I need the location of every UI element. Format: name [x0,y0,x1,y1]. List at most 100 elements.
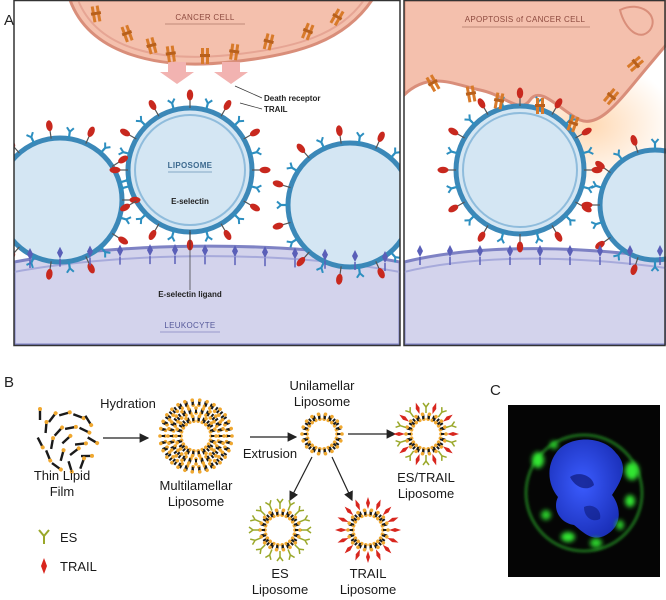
lipid [223,419,231,425]
lipid [206,444,214,451]
trail-protein [387,517,399,522]
lipid [326,415,332,423]
trail-protein [516,234,524,253]
lipid [208,452,215,459]
e-selectin-ligand [27,248,33,268]
trail-protein [337,538,349,543]
lipid [316,448,321,456]
e-selectin-protein [233,115,245,127]
trail-protein [335,528,347,532]
es-protein [445,421,457,429]
trail-protein [375,261,385,279]
lipid [270,541,276,549]
lipid [206,409,212,417]
e-selectin-protein [135,115,147,127]
lipid [310,414,316,422]
e-selectin-protein [276,200,288,210]
es-protein [294,505,305,516]
arrow-to-trail [331,456,353,502]
es-protein [422,402,430,413]
lipid [197,414,202,422]
e-selectin-ligand [507,245,513,265]
death-receptor [120,24,134,43]
lipid [74,441,88,446]
lipid [168,455,175,461]
e-selectin-ligand [57,246,63,267]
lipid [404,432,411,436]
lipid [227,434,234,438]
lipid [197,466,202,474]
lipid [200,457,206,465]
lipid [61,433,73,445]
lipid [350,518,358,524]
e-selectin-ligand [597,245,603,265]
e-selectin-protein [356,131,365,144]
trail-protein [336,125,343,144]
lipid [173,458,180,466]
e-selectin-ligand [262,246,268,267]
trail-protein [382,544,392,554]
lipid [346,528,353,532]
unilamellar-label-1: Unilamellar [289,378,355,393]
e-selectin-protein [119,175,132,184]
lipid [290,536,298,542]
lipid [170,444,178,450]
lipid [186,457,192,465]
surface-markers [14,5,400,285]
lipid [436,440,444,446]
lipid [328,414,334,422]
death-receptor [200,48,210,64]
panel-a-illustration: CANCER CELL Death receptor TRAIL LIPOSOM… [13,0,666,347]
e-selectin-protein [118,147,131,156]
lipid [304,440,312,446]
e-selectin-protein [66,126,75,139]
lipid [223,445,230,450]
e-selectin-ligand [117,244,123,265]
liposome [285,140,400,270]
lipid [350,536,358,542]
es-label-1: ES [271,566,289,581]
lipid [168,411,175,417]
lipid [414,446,420,454]
lipid [332,419,340,426]
lipid [180,409,186,417]
lipid [290,518,298,524]
trail-protein [344,544,354,554]
lipid [162,422,169,427]
e-selectin-ligand [292,247,298,268]
trail-icon [41,558,47,574]
trail-protein [393,432,405,436]
lipid [362,544,367,552]
lipid [183,399,188,407]
lipid [420,412,425,420]
es-liposome [248,498,312,562]
lipid [350,515,358,522]
lipid [174,414,181,421]
es-protein [250,537,261,546]
e-selectin-ligand [172,244,178,265]
e-selectin-protein [446,146,459,155]
lipid [206,442,214,448]
panel-a-right-frame [403,0,666,347]
death-receptor [329,8,345,27]
trail-protein [122,196,141,204]
legend-es-label: ES [60,530,78,545]
lipid [274,508,279,516]
lipid [381,534,389,539]
lipid [408,422,416,428]
lipid [214,422,222,428]
lipid [356,542,362,550]
lipid [211,451,218,458]
liposome-right [453,103,587,237]
lipid [220,413,227,419]
lipid [69,446,81,457]
es-protein [255,505,266,516]
lipid [310,446,316,454]
lipid [356,510,362,518]
arrow-to-es [289,456,313,502]
lipid [214,444,222,450]
lipid [165,453,172,459]
es-trail-label-2: Liposome [398,486,454,501]
lipid [208,413,215,420]
lipid [262,538,270,545]
